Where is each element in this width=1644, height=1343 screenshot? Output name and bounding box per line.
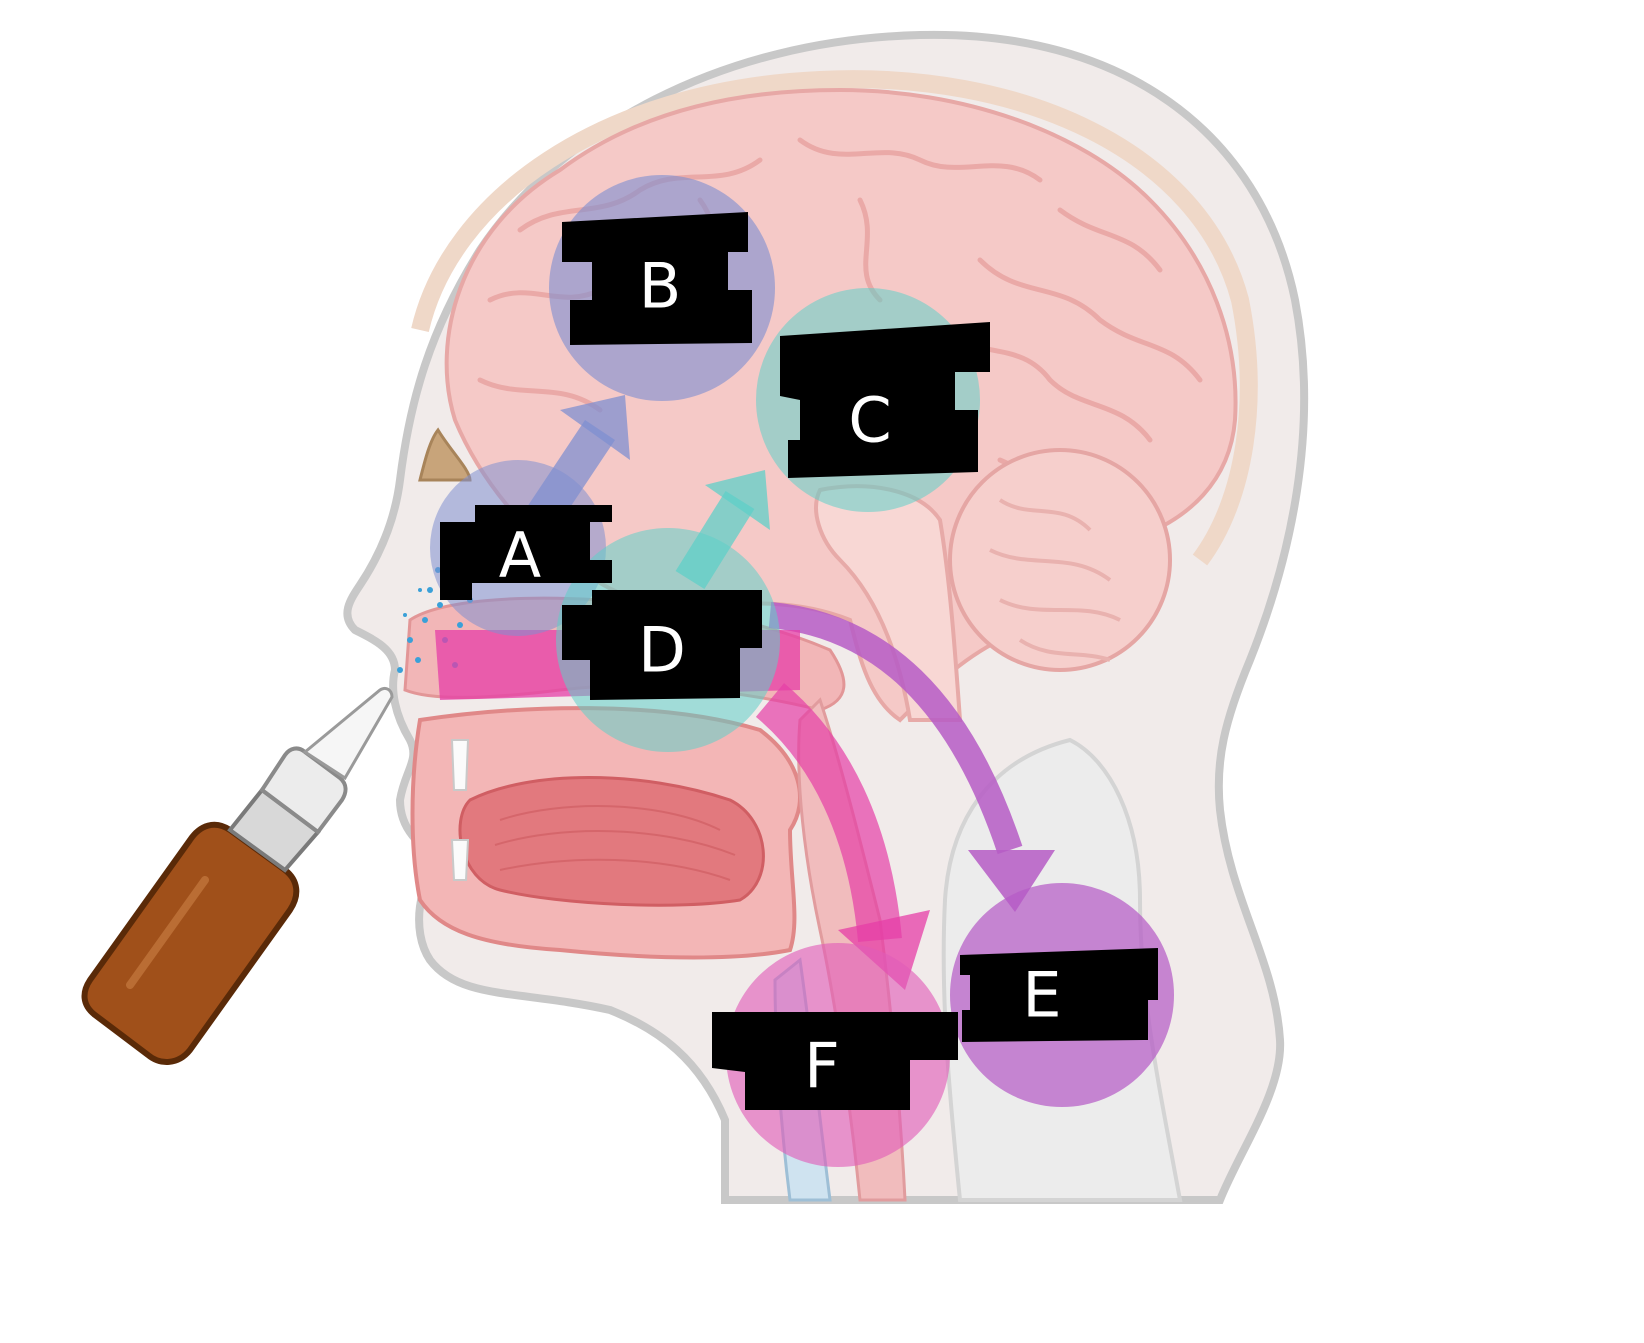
label-letter-d: D	[638, 614, 686, 687]
frontal-sinus	[418, 427, 472, 482]
label-box-c	[780, 322, 990, 478]
nasal-spray-bottle	[81, 686, 394, 1065]
cerebellum	[948, 448, 1172, 672]
label-box-b	[562, 212, 752, 345]
teeth	[450, 739, 470, 881]
tongue-fibers	[494, 805, 736, 881]
skull-outline	[411, 70, 1258, 566]
label-box-f	[712, 1012, 958, 1110]
label-letter-a: A	[499, 519, 541, 592]
label-b: B	[562, 212, 752, 345]
spray-nozzle	[259, 746, 348, 835]
cerebellum-folia	[989, 498, 1121, 662]
label-letter-f: F	[804, 1030, 840, 1103]
label-a: A	[440, 505, 612, 600]
label-box-e	[960, 948, 1158, 1042]
arrow-to-e	[768, 602, 1023, 855]
nozzle-tip	[302, 686, 394, 781]
arrow-to-e-head	[968, 850, 1055, 912]
bottle-highlight	[126, 876, 209, 989]
label-e: E	[960, 948, 1158, 1042]
arrow-a-to-b-head	[560, 395, 630, 460]
label-letter-b: B	[639, 250, 682, 323]
label-letter-c: C	[848, 384, 891, 457]
label-box-a	[440, 505, 612, 600]
label-c: C	[780, 322, 990, 478]
label-d: D	[562, 590, 762, 700]
arrow-to-f	[755, 683, 902, 943]
label-box-d	[562, 590, 762, 700]
tongue	[458, 776, 765, 907]
bottle-body	[81, 821, 300, 1065]
arrow-d-to-c-head	[705, 470, 770, 530]
label-f: F	[712, 1012, 958, 1110]
label-letter-e: E	[1022, 959, 1061, 1032]
